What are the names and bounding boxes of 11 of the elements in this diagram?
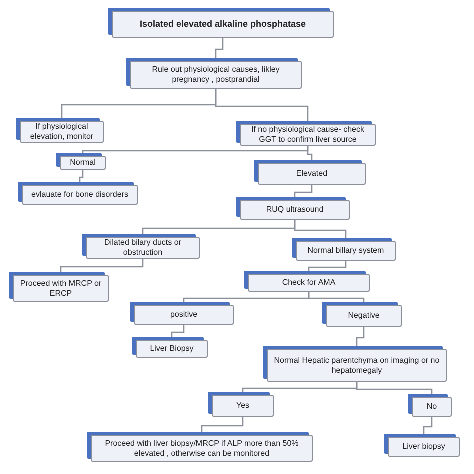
connector-line (294, 185, 313, 200)
connector-line (356, 327, 365, 349)
connector-line (423, 417, 433, 437)
connector-line (308, 261, 347, 274)
connector-line (294, 220, 347, 241)
connector-line (215, 38, 224, 61)
connector-line (60, 259, 144, 275)
connector-line (308, 292, 365, 305)
connector-line (201, 417, 244, 435)
connector-line (356, 382, 433, 397)
connector-line (215, 89, 309, 124)
